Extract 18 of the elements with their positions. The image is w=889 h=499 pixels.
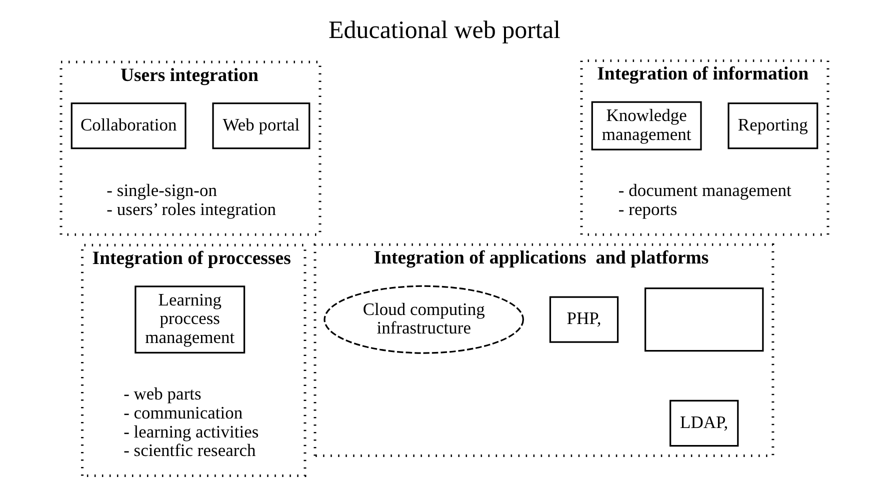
node-label: - learning activities	[124, 421, 259, 442]
node-box: Collaboration	[70, 102, 186, 150]
node-label: - scientfic research	[124, 440, 256, 460]
node-ellipse: Cloud computing infrastructure	[324, 285, 524, 354]
node-label: - reports	[618, 198, 678, 219]
node-label: - communication	[124, 402, 243, 422]
node-label: - users’ roles integration	[106, 198, 276, 219]
node-box: PHP,	[549, 296, 619, 343]
node-box: Reporting	[728, 102, 818, 150]
node-box: Web portal	[212, 102, 310, 150]
node-box	[644, 287, 764, 352]
node-box: Learning proccess management	[134, 286, 246, 354]
node-label: - single-sign-on	[106, 180, 218, 200]
node-label: - document management	[618, 180, 792, 200]
diagram-title: Educational web portal	[328, 17, 561, 44]
node-box: Knowledge management	[591, 101, 702, 150]
node-box: LDAP,	[670, 400, 739, 447]
node-label: - web parts	[124, 384, 202, 404]
